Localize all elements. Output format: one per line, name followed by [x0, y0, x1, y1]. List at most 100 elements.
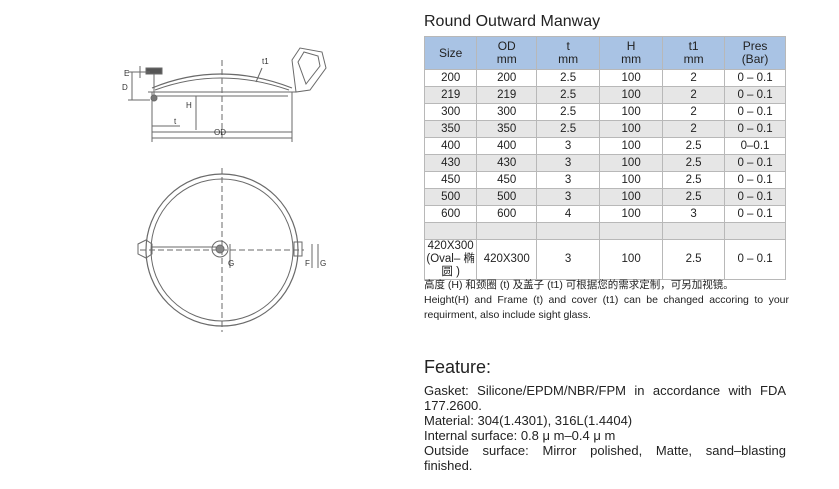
header-pres-l1: Pres — [742, 39, 768, 53]
cell: 3 — [536, 188, 601, 206]
cell: 430 — [423, 154, 478, 172]
label-d: D — [122, 83, 128, 92]
label-f: F — [305, 259, 310, 268]
cell — [536, 222, 601, 240]
header-od-l1: OD — [497, 39, 516, 53]
cell: 100 — [599, 205, 664, 223]
front-handle-nut — [137, 239, 153, 259]
cell: 219 — [476, 86, 538, 104]
manway-technical-drawing: E D H t t1 OD G F G — [122, 47, 327, 332]
front-hinge-right — [293, 241, 303, 257]
cell: 0 – 0.1 — [724, 239, 786, 280]
cell — [476, 222, 538, 240]
header-pres-l2: (Bar) — [741, 52, 769, 66]
header-size: Size — [423, 36, 478, 70]
cell: 600 — [476, 205, 538, 223]
cell — [724, 222, 786, 240]
table-row-oval: 420X300(Oval– 椭圆 ) 420X300 3 100 2.5 0 –… — [423, 239, 786, 280]
cell: 100 — [599, 103, 664, 121]
cell: 3 — [662, 205, 726, 223]
feature-gasket: Gasket: Silicone/EPDM/NBR/FPM in accorda… — [424, 383, 786, 413]
feature-list: Gasket: Silicone/EPDM/NBR/FPM in accorda… — [424, 383, 786, 473]
hinge-right-inner — [297, 51, 321, 86]
cell: 0 – 0.1 — [724, 188, 786, 206]
cover-dome — [151, 73, 293, 89]
cell: 400 — [423, 137, 478, 155]
cell: 0–0.1 — [724, 137, 786, 155]
cell: 2.5 — [662, 188, 726, 206]
page-title: Round Outward Manway — [424, 13, 601, 30]
feature-material: Material: 304(1.4301), 316L(1.4404) — [424, 413, 633, 428]
cover-dome-inner — [154, 77, 290, 91]
cell — [423, 222, 478, 240]
oval-size-l1: 420X300 — [427, 240, 474, 252]
label-h: H — [186, 101, 192, 110]
cell: 2 — [662, 69, 726, 87]
header-t1-l1: t1 — [688, 39, 699, 53]
cell: 100 — [599, 239, 664, 280]
header-od-l2: mm — [496, 52, 517, 66]
cell: 200 — [423, 69, 478, 87]
cell: 2 — [662, 103, 726, 121]
label-t1: t1 — [262, 57, 269, 66]
cell: 219 — [423, 86, 478, 104]
cell: 100 — [599, 188, 664, 206]
cell-oval-size: 420X300(Oval– 椭圆 ) — [423, 239, 478, 280]
cell: 0 – 0.1 — [724, 154, 786, 172]
cell: 420X300 — [476, 239, 538, 280]
header-pres: Pres(Bar) — [724, 36, 786, 70]
cell — [662, 222, 726, 240]
table-row-empty — [423, 222, 786, 240]
note-english: Height(H) and Frame (t) and cover (t1) c… — [424, 294, 789, 321]
cell: 300 — [423, 103, 478, 121]
cell: 500 — [476, 188, 538, 206]
bolt-left — [150, 94, 158, 102]
cell: 100 — [599, 154, 664, 172]
hinge-right — [291, 47, 327, 93]
cell: 2.5 — [536, 69, 601, 87]
cell: 100 — [599, 86, 664, 104]
cell: 200 — [476, 69, 538, 87]
handle-left — [145, 67, 163, 75]
oval-size-l2: (Oval– 椭圆 ) — [426, 253, 475, 278]
cell: 3 — [536, 171, 601, 189]
label-od: OD — [214, 128, 226, 137]
cell: 2.5 — [662, 239, 726, 280]
cell: 2.5 — [662, 171, 726, 189]
cell: 0 – 0.1 — [724, 171, 786, 189]
header-t-l2: mm — [558, 52, 579, 66]
cell: 0 – 0.1 — [724, 103, 786, 121]
header-size-label: Size — [438, 45, 463, 60]
cell: 2.5 — [536, 120, 601, 138]
feature-internal-surface: Internal surface: 0.8 μ m–0.4 μ m — [424, 428, 616, 443]
cell: 3 — [536, 154, 601, 172]
cell: 2.5 — [536, 103, 601, 121]
cell: 2.5 — [662, 137, 726, 155]
cell: 0 – 0.1 — [724, 86, 786, 104]
cell: 430 — [476, 154, 538, 172]
cell: 3 — [536, 137, 601, 155]
cell: 0 – 0.1 — [724, 69, 786, 87]
front-center-knob-outer — [211, 240, 229, 258]
cell: 450 — [423, 171, 478, 189]
label-t: t — [174, 117, 177, 126]
label-g-left: G — [228, 259, 234, 268]
cell: 3 — [536, 239, 601, 280]
t1-leader — [255, 67, 263, 83]
header-t-l1: t — [566, 39, 570, 53]
header-h-l2: mm — [621, 52, 642, 66]
